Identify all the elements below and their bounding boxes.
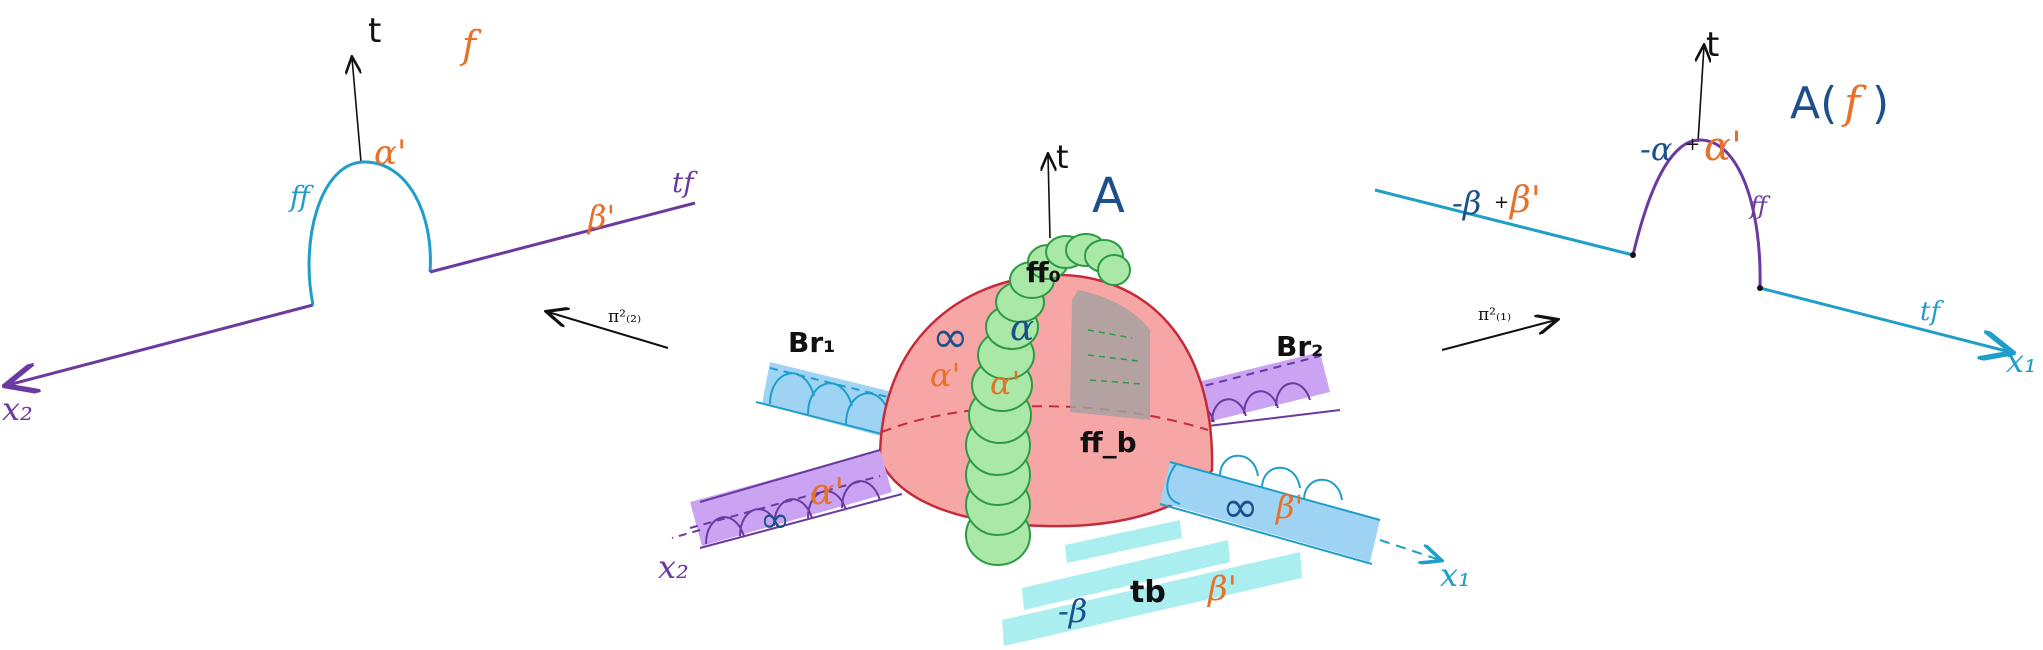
center-inf-right: ∞ — [1222, 482, 1259, 533]
tb-label: tb — [1130, 575, 1166, 610]
center-alpha-prime-a: α' — [930, 356, 960, 394]
center-inf-top: ∞ — [932, 312, 969, 363]
left-t-axis — [352, 58, 362, 163]
tb-strip-1 — [1065, 520, 1182, 563]
left-beta-label: β' — [587, 198, 615, 236]
right-A-label: A( — [1790, 78, 1837, 129]
right-alpha-prime: α' — [1704, 124, 1742, 170]
right-beta-prime: β' — [1508, 180, 1541, 221]
right-ff-label: ff — [1748, 192, 1771, 220]
projection-right: π²₍₁₎ — [1441, 305, 1556, 351]
br2-label: Br₂ — [1276, 330, 1323, 363]
left-alpha-label: α' — [374, 133, 406, 173]
x2-cylinder — [689, 449, 903, 549]
right-tf-label: tf — [1920, 297, 1944, 327]
center-panel: t A ff₀ ff_b Br₁ Br₂ ∞ α α' α' α' ∞ ∞ β'… — [658, 138, 1471, 646]
center-x2-label: x₂ — [658, 548, 689, 586]
tb-strips — [1002, 520, 1302, 646]
left-x2-axis — [8, 303, 314, 385]
center-alpha-prime-left: α' — [810, 472, 844, 513]
right-plus-beta: + — [1494, 192, 1509, 213]
center-A-label: A — [1092, 168, 1125, 224]
left-ff-label: ff — [288, 180, 314, 213]
dome-grey-region — [1070, 290, 1150, 420]
center-alpha-top: α — [1010, 308, 1034, 349]
left-f-label: f — [459, 23, 482, 67]
right-t-axis — [1698, 46, 1704, 143]
ff0-label: ff₀ — [1026, 256, 1061, 289]
center-t-axis — [1048, 155, 1050, 239]
right-x1-label: x₁ — [2006, 342, 2037, 380]
center-x1-label: x₁ — [1440, 556, 1471, 594]
left-front-face-curve — [307, 160, 432, 306]
projection-left-label: π²₍₂₎ — [608, 307, 641, 327]
right-t-label: t — [1706, 25, 1719, 65]
center-inf-left: ∞ — [760, 500, 790, 541]
projection-right-label: π²₍₁₎ — [1478, 305, 1511, 325]
center-minus-beta: -β — [1058, 592, 1087, 630]
center-alpha-prime-b: α' — [990, 364, 1020, 402]
left-tf-edge — [429, 201, 696, 274]
x1-cylinder — [1159, 454, 1440, 565]
br1-label: Br₁ — [788, 326, 835, 359]
projection-right-arrow — [1441, 320, 1556, 351]
dome-equator — [881, 405, 1209, 433]
ffb-dome — [878, 273, 1214, 528]
right-x1-axis — [1759, 286, 2010, 352]
ffb-label: ff_b — [1080, 426, 1137, 459]
center-beta-prime-bottom: β' — [1206, 569, 1237, 609]
right-back-edge — [1374, 188, 1634, 257]
right-plus-alpha: + — [1685, 134, 1700, 155]
right-close-paren: ) — [1872, 78, 1889, 129]
left-tf-label: tf — [672, 166, 698, 199]
right-minus-beta: -β — [1452, 184, 1481, 222]
right-panel: t A( f ) -α + α' -β + β' ff tf x₁ — [1374, 25, 2037, 380]
center-t-label: t — [1056, 138, 1069, 176]
center-beta-prime-right: β' — [1275, 488, 1303, 526]
right-f-label: f — [1841, 78, 1867, 129]
right-corner-dot-right — [1757, 285, 1763, 291]
ff0-tube — [965, 233, 1131, 566]
projection-left-arrow — [548, 312, 669, 349]
tb-strip-3 — [1002, 552, 1302, 646]
left-t-label: t — [368, 11, 381, 51]
right-front-face-curve — [1631, 138, 1762, 289]
tb-strip-2 — [1022, 540, 1230, 610]
right-corner-dot-left — [1630, 252, 1636, 258]
projection-left: π²₍₂₎ — [548, 307, 669, 349]
left-x2-label: x₂ — [2, 390, 33, 428]
left-panel: t f ff α' β' tf x₂ — [2, 11, 698, 428]
right-minus-alpha: -α — [1640, 130, 1672, 168]
